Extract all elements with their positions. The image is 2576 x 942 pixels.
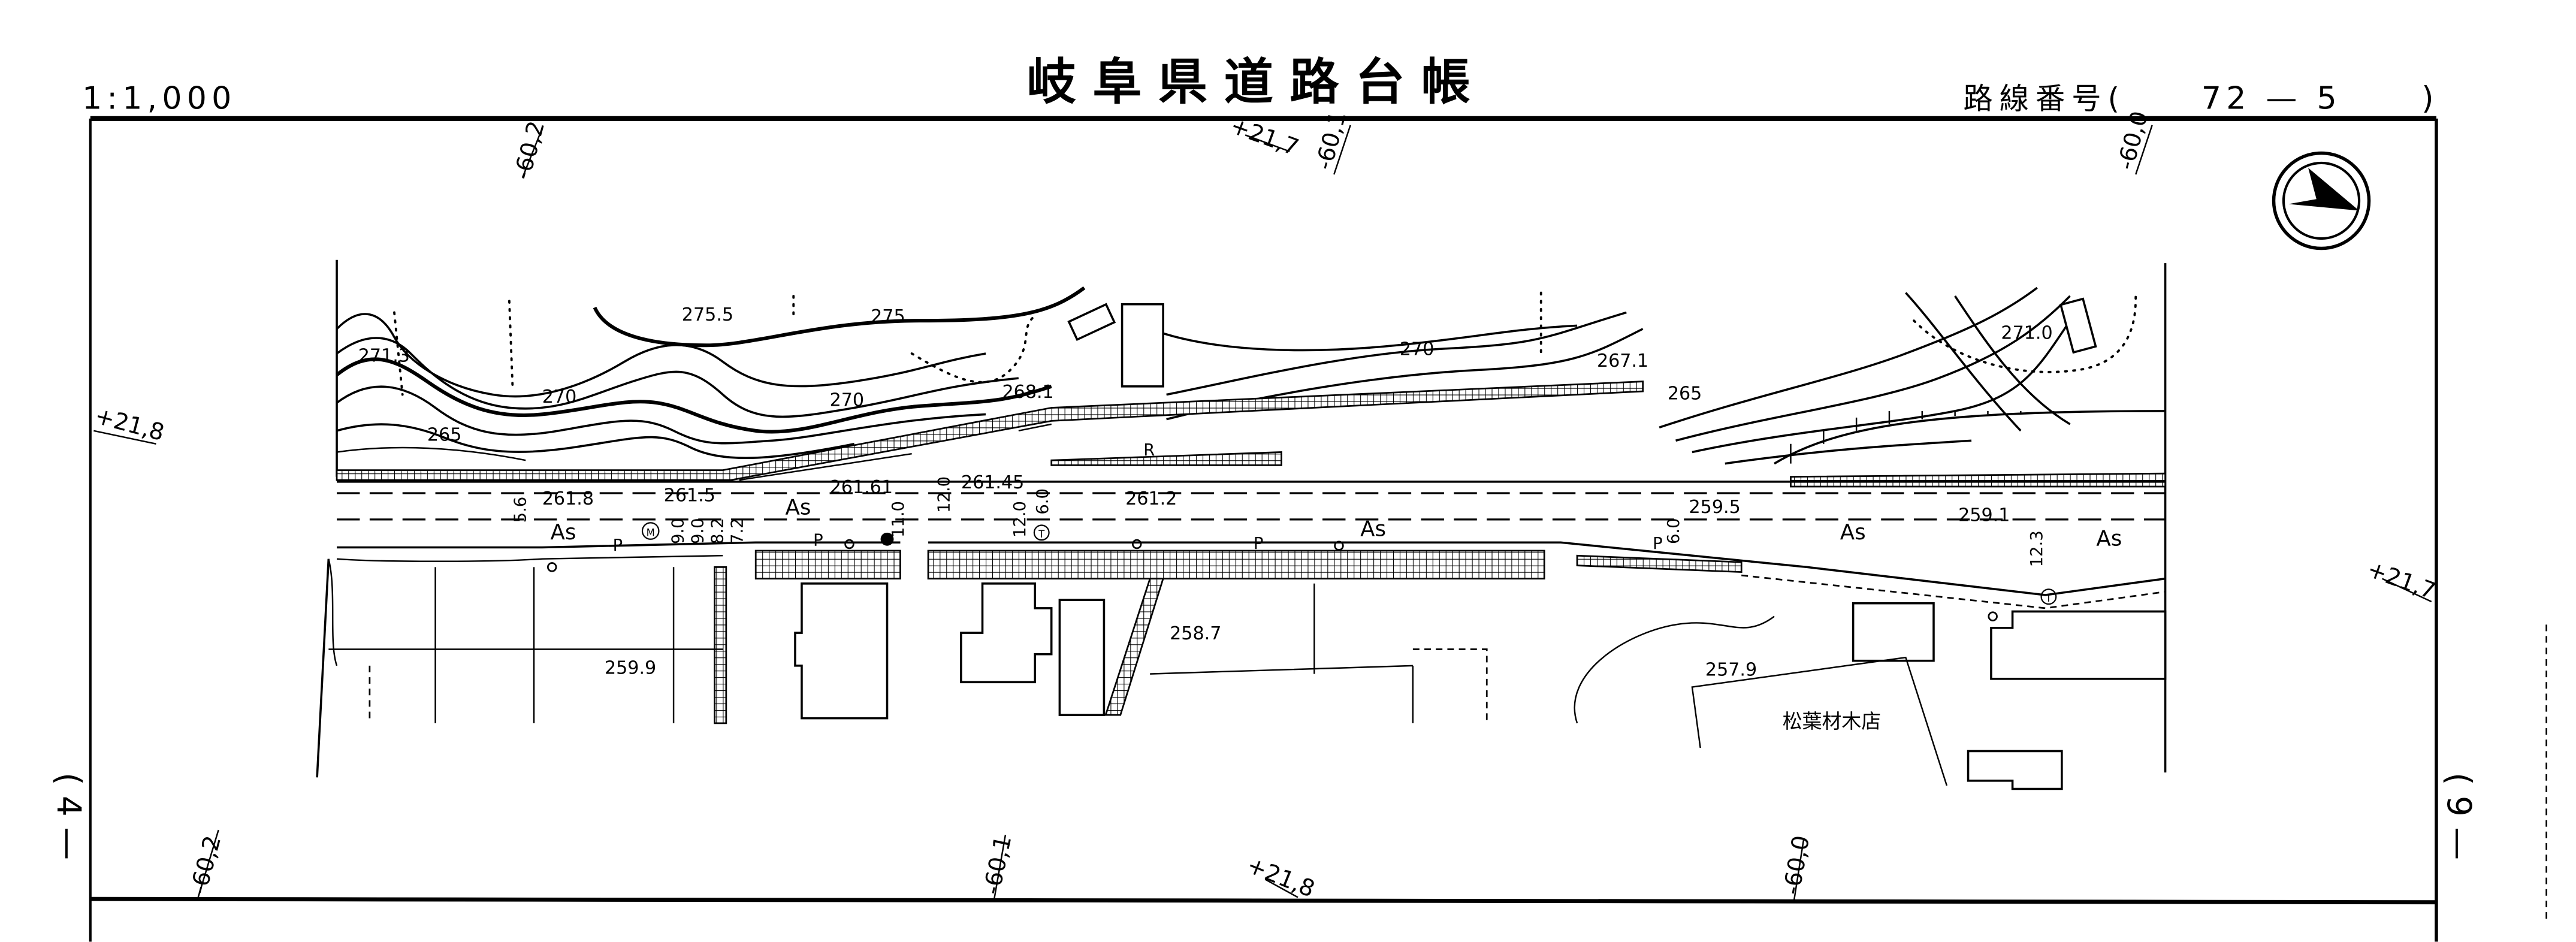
width-label: 9.0 <box>688 518 707 544</box>
utility-pole-symbol: P <box>813 532 823 550</box>
width-label: 5.6 <box>511 497 530 523</box>
shop-label: 松葉材木店 <box>1783 709 1881 733</box>
elevation-label: 270 <box>830 390 865 411</box>
scale-label: 1:1,000 <box>82 80 236 116</box>
sheet-frame <box>89 116 2548 942</box>
route-number-label: 路線番号( <box>1963 81 2125 116</box>
elevation-label: 261.2 <box>1125 488 1177 509</box>
grid-label-bottom-2: -60,1 <box>979 833 1017 896</box>
grid-label-top-1: -60,2 <box>509 118 550 183</box>
grid-label-bottom-3: +21,8 <box>1243 852 1318 903</box>
contour-lines <box>336 286 2137 465</box>
surface-label: As <box>2096 527 2122 551</box>
width-label: 8.2 <box>708 518 727 544</box>
elevation-label: 261.45 <box>961 472 1024 493</box>
north-arrow-icon <box>2272 151 2371 250</box>
grid-label-left: +21,8 <box>92 402 167 446</box>
utility-pole-symbol: P <box>1653 535 1663 553</box>
buildings <box>328 297 2167 790</box>
width-label: 7.2 <box>728 518 747 544</box>
building <box>1121 303 1164 388</box>
left-sheet-link: ( 4 — <box>50 772 88 860</box>
elevation-label: 259.5 <box>1689 497 1740 518</box>
surface-labels: As As As As As <box>550 496 2122 551</box>
elevation-label: 259.9 <box>605 658 656 679</box>
elevation-label: 257.9 <box>1705 659 1757 680</box>
r-symbol: R <box>1143 441 1155 460</box>
grid-label-right: +21,7 <box>2364 555 2439 605</box>
width-label: 6.0 <box>1034 488 1052 515</box>
retaining-walls <box>328 381 2166 724</box>
manhole-symbol: M <box>647 527 655 538</box>
building <box>1990 610 2167 680</box>
telephone-pole-symbol: T <box>1038 529 1045 540</box>
building <box>1067 303 1116 342</box>
width-label: 9.0 <box>669 518 688 544</box>
elevation-label: 261.8 <box>542 488 594 509</box>
grid-labels: -60,2 +21,7 -60,1 -60,0 +21,8 +21,7 -60,… <box>92 108 2439 903</box>
road-width-labels: 5.6 9.0 9.0 8.2 7.2 11.0 12.0 12.0 6.0 6… <box>511 476 2046 567</box>
surface-label: As <box>550 520 576 545</box>
elevation-label: 270 <box>542 387 577 407</box>
elevation-label: 267.1 <box>1597 351 1648 372</box>
sheet-title: 岐阜県道路台帳 <box>1027 54 1487 111</box>
building <box>2059 297 2097 354</box>
elevation-label: 265 <box>1668 384 1702 404</box>
width-label: 6.0 <box>1665 518 1683 544</box>
grid-label-bottom-1: -60,2 <box>185 833 227 898</box>
surface-label: As <box>1840 520 1866 545</box>
width-label: 11.0 <box>889 501 908 538</box>
elevation-label: 261.5 <box>664 485 715 506</box>
route-number-value: 72 — 5 <box>2201 80 2342 116</box>
building <box>960 582 1053 684</box>
surface-label: As <box>1360 517 1386 541</box>
elevation-label: 261.61 <box>830 477 893 498</box>
elevation-label: 270 <box>1400 339 1435 360</box>
width-label: 12.0 <box>935 476 954 513</box>
elevation-label: 258.7 <box>1170 623 1221 644</box>
building <box>1852 602 1935 662</box>
map-symbols: P P P P R M T T <box>546 441 2057 621</box>
elevation-label: 275 <box>871 306 905 327</box>
elevation-label: 259.1 <box>1958 505 2010 526</box>
width-label: 12.3 <box>2028 530 2046 567</box>
telephone-pole-symbol: T <box>2045 593 2052 604</box>
building <box>1967 750 2063 790</box>
utility-pole-symbol: P <box>613 536 623 555</box>
surface-label: As <box>786 496 811 520</box>
route-number-close: ) <box>2421 80 2433 116</box>
elevation-label: 271.0 <box>2001 322 2052 343</box>
elevation-label: 271.3 <box>358 346 410 367</box>
road <box>337 423 2166 609</box>
right-sheet-link: ( 9 — <box>2440 772 2478 860</box>
map-boundaries <box>316 259 2167 778</box>
building <box>1058 599 1106 716</box>
hydrant-icon <box>880 532 894 546</box>
elevation-label: 268.1 <box>1002 382 1053 403</box>
elevation-label: 265 <box>427 424 462 445</box>
elevation-labels: 275.5 275 271.3 270 270 268.1 265 270 26… <box>358 304 2053 680</box>
building <box>794 582 889 720</box>
utility-pole-symbol: P <box>1254 535 1264 553</box>
elevation-label: 275.5 <box>682 304 733 325</box>
width-label: 12.0 <box>1011 501 1029 538</box>
